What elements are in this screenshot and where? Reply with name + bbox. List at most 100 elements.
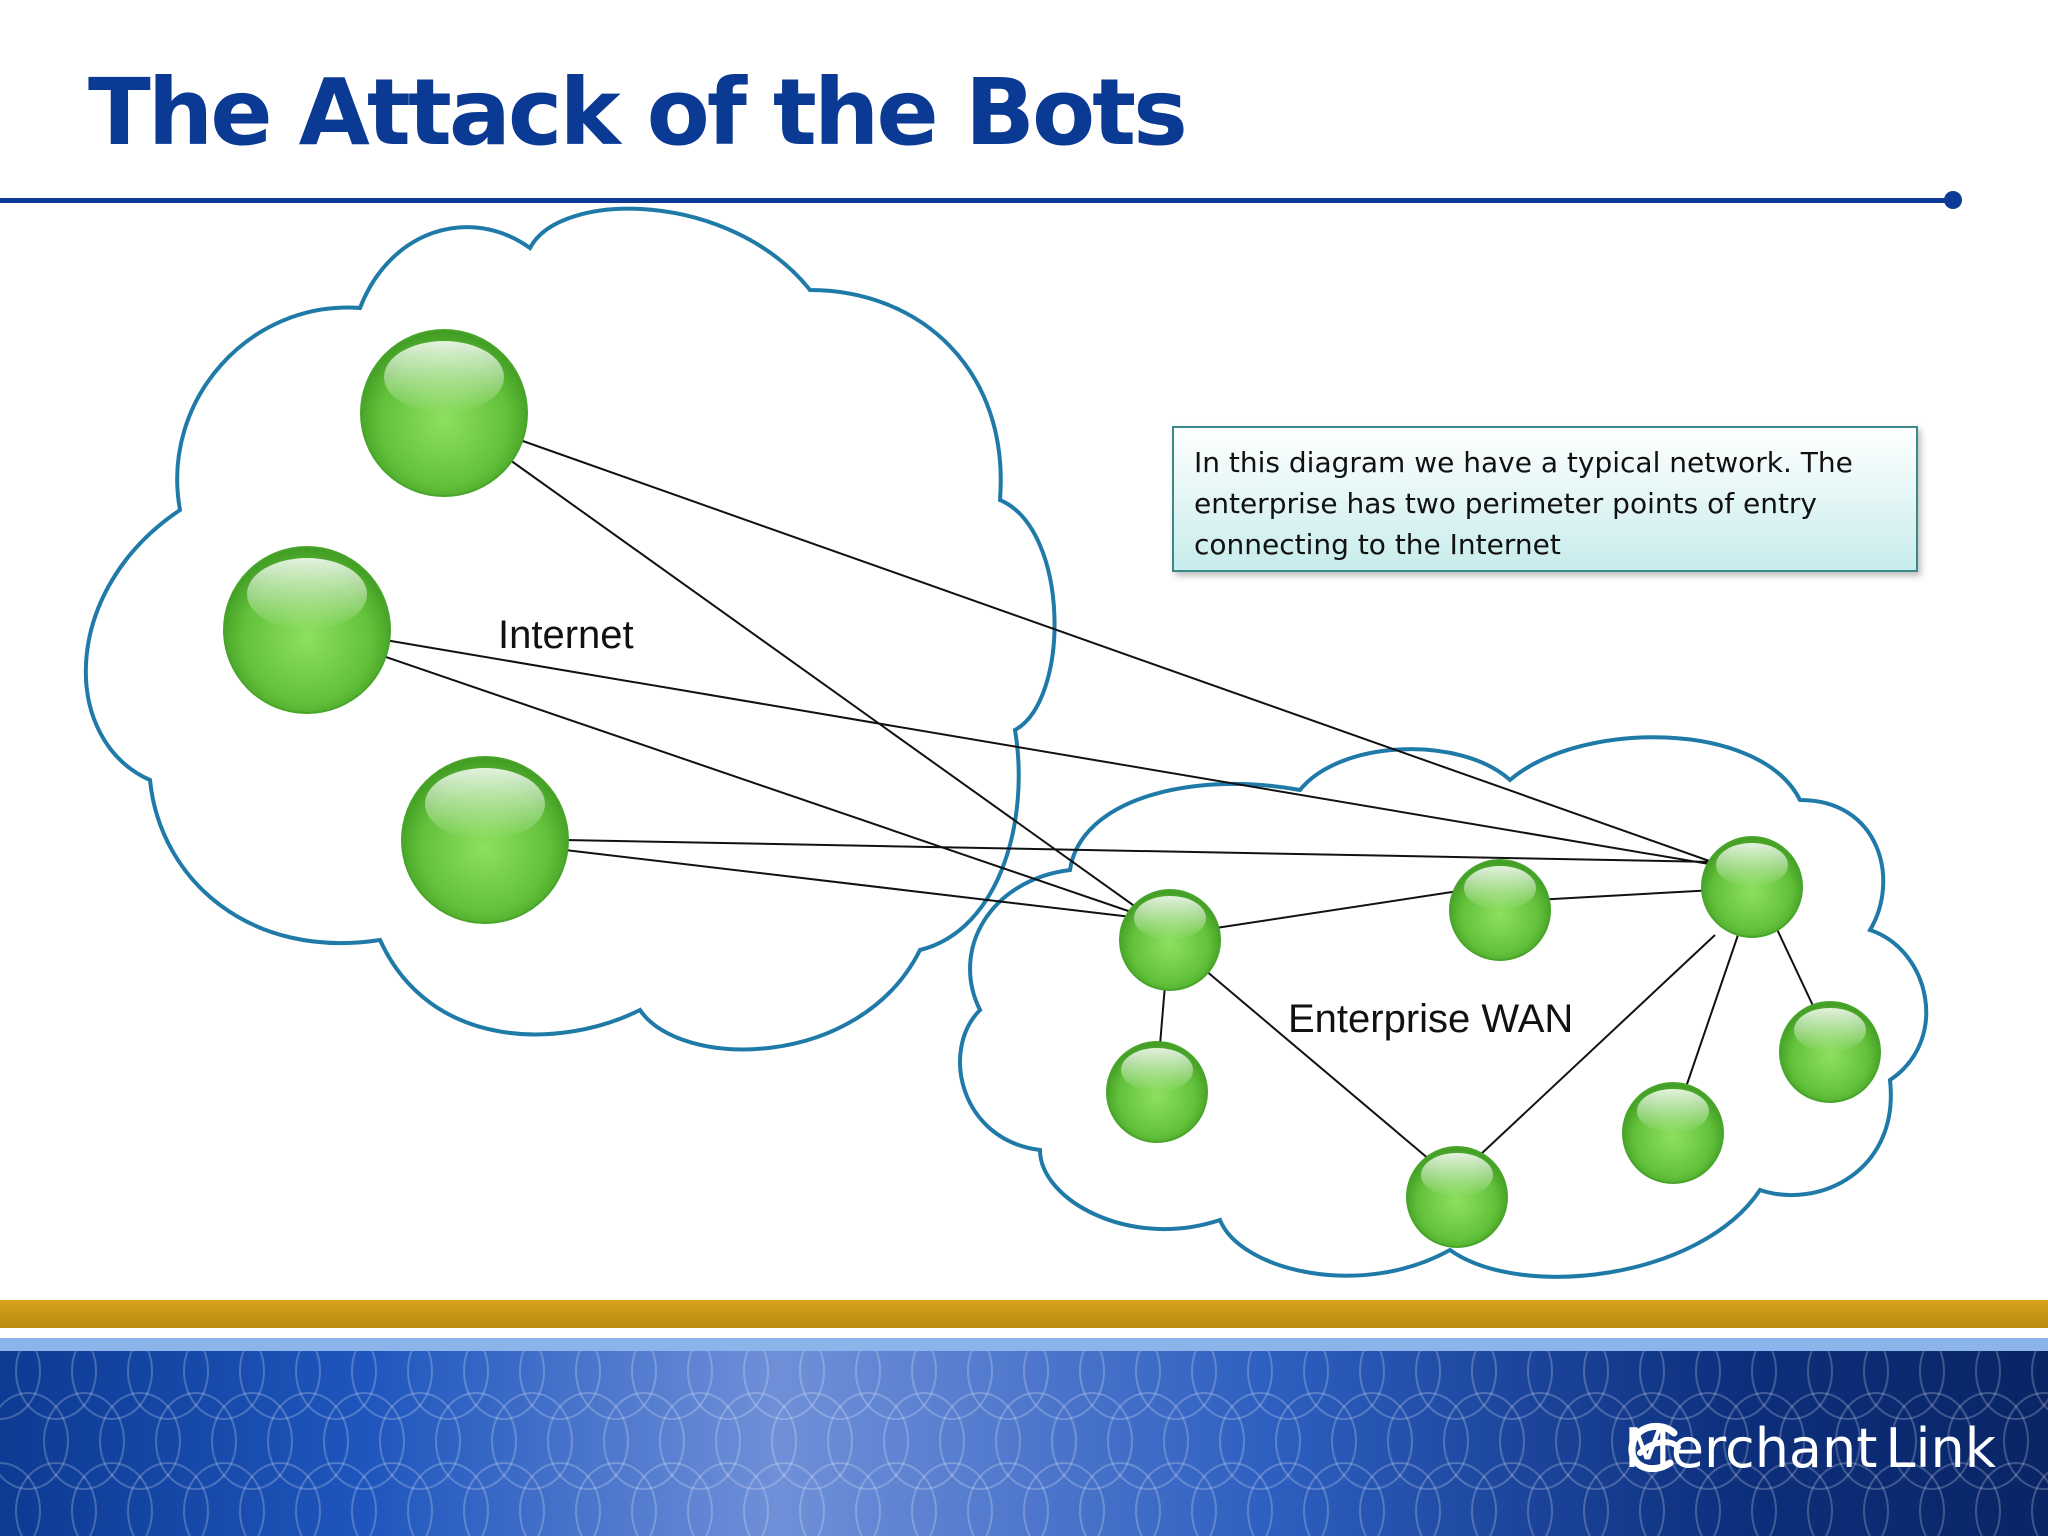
footer-pattern-ring bbox=[939, 1392, 1021, 1490]
footer-pattern-ring bbox=[99, 1392, 181, 1490]
footer-pattern-ring bbox=[1471, 1351, 1553, 1420]
footer-pattern-ring bbox=[659, 1392, 741, 1490]
footer-pattern-ring bbox=[1499, 1392, 1581, 1490]
footer-pattern-ring bbox=[2031, 1471, 2048, 1536]
footer-pattern-ring bbox=[1247, 1351, 1329, 1420]
footer-pattern-ring bbox=[351, 1351, 433, 1420]
footer-pattern-ring bbox=[995, 1392, 1077, 1490]
footer-banner: Merchant Link bbox=[0, 1300, 2048, 1536]
footer-pattern-ring bbox=[911, 1351, 993, 1420]
footer-pattern-ring bbox=[1415, 1462, 1497, 1536]
footer-pattern-ring bbox=[1527, 1351, 1609, 1420]
footer-pattern-ring bbox=[1863, 1462, 1945, 1536]
footer-pattern-ring bbox=[0, 1392, 69, 1490]
footer-pattern-ring bbox=[1863, 1351, 1945, 1420]
footer-pattern-ring bbox=[1527, 1462, 1609, 1536]
footer-pattern-ring bbox=[799, 1462, 881, 1536]
footer-pattern-ring bbox=[1443, 1392, 1525, 1490]
footer-pattern-ring bbox=[967, 1351, 1049, 1420]
footer-light-stripe bbox=[0, 1338, 2048, 1351]
footer-pattern-ring bbox=[2031, 1351, 2048, 1411]
footer-pattern-ring bbox=[1891, 1392, 1973, 1490]
footer-pattern-ring bbox=[1807, 1351, 1889, 1420]
footer-pattern-ring bbox=[127, 1462, 209, 1536]
footer-pattern-ring bbox=[407, 1351, 489, 1420]
footer-pattern-ring bbox=[1163, 1392, 1245, 1490]
footer-pattern-ring bbox=[407, 1462, 489, 1536]
footer-pattern-ring bbox=[71, 1351, 153, 1420]
footer-pattern-ring bbox=[463, 1351, 545, 1420]
footer-pattern-ring bbox=[575, 1462, 657, 1536]
footer-pattern-ring bbox=[1135, 1462, 1217, 1536]
footer-gold-stripe bbox=[0, 1300, 2048, 1328]
footer-pattern-ring bbox=[15, 1351, 97, 1420]
footer-pattern-ring bbox=[1471, 1462, 1553, 1536]
logo-word-link: Link bbox=[1885, 1417, 1996, 1480]
footer-pattern-ring bbox=[295, 1462, 377, 1536]
footer-pattern-ring bbox=[1695, 1351, 1777, 1420]
footer-pattern-ring bbox=[0, 1462, 41, 1536]
footer-pattern-ring bbox=[1723, 1392, 1805, 1490]
footer-pattern-ring bbox=[1191, 1351, 1273, 1420]
footer-pattern-ring bbox=[1079, 1462, 1161, 1536]
footer-pattern-ring bbox=[1051, 1392, 1133, 1490]
footer-pattern-ring bbox=[1359, 1351, 1441, 1420]
footer-pattern-ring bbox=[1807, 1462, 1889, 1536]
node-enterprise-lower-right bbox=[1622, 1082, 1724, 1184]
footer-pattern-ring bbox=[743, 1351, 825, 1420]
footer-pattern-ring bbox=[1639, 1462, 1721, 1536]
footer-pattern-ring bbox=[463, 1462, 545, 1536]
node-enterprise-far-right bbox=[1779, 1001, 1881, 1103]
node-bot-top bbox=[360, 329, 528, 497]
footer-pattern-ring bbox=[211, 1392, 293, 1490]
footer-pattern-ring bbox=[43, 1392, 125, 1490]
footer-pattern-ring bbox=[1947, 1392, 2029, 1490]
footer-pattern-ring bbox=[295, 1351, 377, 1420]
footer-pattern-ring bbox=[239, 1462, 321, 1536]
internet-label: Internet bbox=[498, 613, 634, 657]
footer-pattern-ring bbox=[1331, 1392, 1413, 1490]
footer-pattern-ring bbox=[799, 1351, 881, 1420]
footer-pattern-ring bbox=[2003, 1392, 2048, 1490]
footer-pattern-ring bbox=[1583, 1462, 1665, 1536]
footer-pattern-ring bbox=[183, 1462, 265, 1536]
footer-pattern-ring bbox=[1191, 1462, 1273, 1536]
node-enterprise-lower-left bbox=[1106, 1041, 1208, 1143]
footer-pattern-ring bbox=[351, 1462, 433, 1536]
footer-pattern-ring bbox=[1023, 1351, 1105, 1420]
footer-pattern-ring bbox=[715, 1392, 797, 1490]
footer-pattern-ring bbox=[1023, 1462, 1105, 1536]
footer-pattern-ring bbox=[855, 1462, 937, 1536]
footer-pattern-ring bbox=[1919, 1462, 2001, 1536]
footer-pattern-ring bbox=[967, 1462, 1049, 1536]
footer-pattern-ring bbox=[491, 1392, 573, 1490]
callout-box: In this diagram we have a typical networ… bbox=[1172, 426, 1918, 572]
footer-pattern-ring bbox=[1751, 1462, 1833, 1536]
connection-lines bbox=[379, 439, 1816, 1161]
footer-pattern-ring bbox=[603, 1392, 685, 1490]
footer-pattern-ring bbox=[1975, 1351, 2048, 1420]
node-enterprise-center bbox=[1449, 859, 1551, 961]
footer-pattern-ring bbox=[631, 1462, 713, 1536]
footer-pattern-ring bbox=[883, 1392, 965, 1490]
footer-pattern bbox=[0, 1351, 2048, 1536]
internet-cloud bbox=[83, 206, 1057, 1052]
footer-pattern-ring bbox=[519, 1351, 601, 1420]
footer-pattern-ring bbox=[239, 1351, 321, 1420]
footer-pattern-band: Merchant Link bbox=[0, 1351, 2048, 1536]
footer-pattern-ring bbox=[855, 1351, 937, 1420]
callout-text: In this diagram we have a typical networ… bbox=[1194, 446, 1853, 561]
footer-pattern-ring bbox=[1247, 1462, 1329, 1536]
footer-pattern-ring bbox=[1107, 1392, 1189, 1490]
footer-pattern-ring bbox=[575, 1351, 657, 1420]
footer-pattern-ring bbox=[1135, 1351, 1217, 1420]
slide-title: The Attack of the Bots bbox=[88, 59, 1188, 166]
footer-pattern-ring bbox=[183, 1351, 265, 1420]
title-rule-dot bbox=[1944, 191, 1962, 209]
node-bot-bottom bbox=[401, 756, 569, 924]
footer-pattern-ring bbox=[267, 1392, 349, 1490]
footer-pattern-ring bbox=[687, 1462, 769, 1536]
node-bot-middle bbox=[223, 546, 391, 714]
footer-pattern-ring bbox=[1275, 1392, 1357, 1490]
title-rule bbox=[0, 198, 1950, 203]
